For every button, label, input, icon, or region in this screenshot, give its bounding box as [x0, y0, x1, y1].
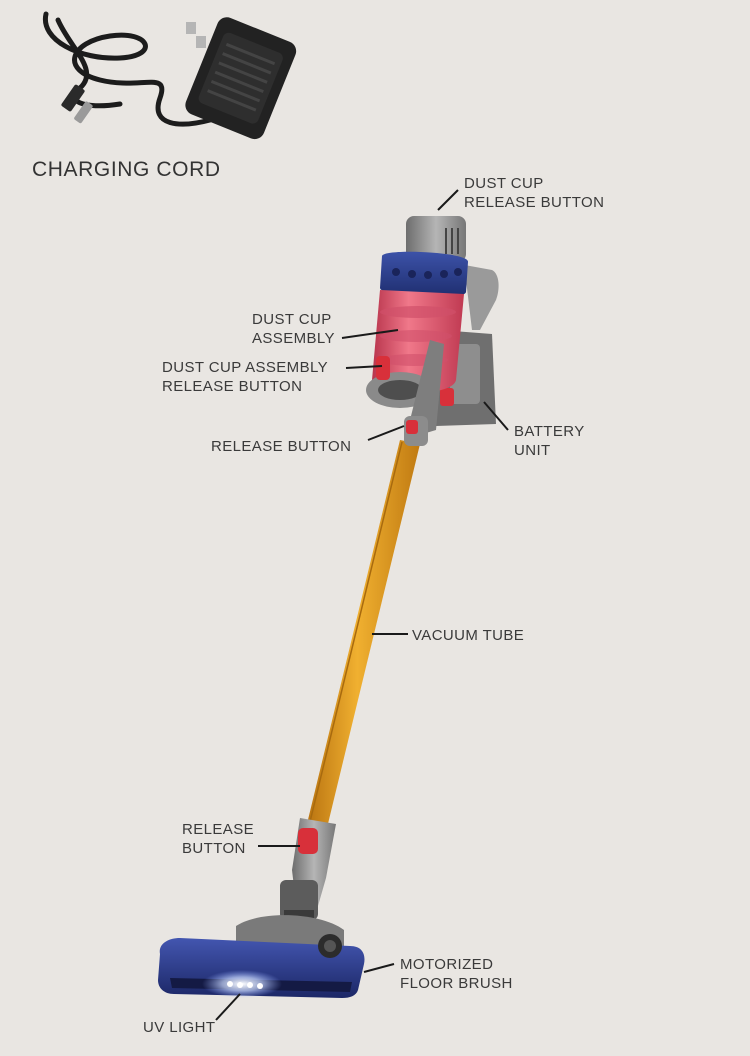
- upper-release-button-icon: [406, 420, 418, 434]
- motorized-floor-brush-label: MOTORIZED FLOOR BRUSH: [400, 955, 513, 993]
- charging-cord-label: CHARGING CORD: [32, 158, 221, 181]
- uv-light-label: UV LIGHT: [143, 1018, 215, 1037]
- brush-neck: [280, 818, 336, 924]
- label-line: MOTORIZED: [400, 956, 494, 973]
- lower-release-button-label: RELEASE BUTTON: [182, 820, 254, 858]
- label-line: RELEASE BUTTON: [211, 438, 352, 455]
- label-line: UNIT: [514, 442, 551, 459]
- label-line: RELEASE BUTTON: [162, 378, 303, 395]
- lower-release-button-icon: [298, 828, 318, 854]
- label-line: VACUUM TUBE: [412, 627, 525, 644]
- dust-cup-release-button-label: DUST CUP RELEASE BUTTON: [464, 174, 604, 212]
- motorized-floor-brush-icon: [158, 915, 365, 998]
- battery-unit-label: BATTERY UNIT: [514, 422, 585, 460]
- label-line: DUST CUP ASSEMBLY: [162, 359, 329, 376]
- dust-cup-assembly-release-button-label: DUST CUP ASSEMBLY RELEASE BUTTON: [162, 358, 328, 396]
- label-line: RELEASE: [182, 821, 254, 838]
- vacuum-tube-label: VACUUM TUBE: [412, 626, 524, 645]
- label-line: FLOOR BRUSH: [400, 975, 513, 992]
- label-line: RELEASE BUTTON: [464, 194, 605, 211]
- label-line: DUST CUP: [252, 311, 332, 328]
- dust-cup-assembly-release-icon: [376, 356, 390, 380]
- label-line: UV LIGHT: [143, 1019, 216, 1036]
- label-line: BATTERY: [514, 423, 585, 440]
- dust-cup-assembly-label: DUST CUP ASSEMBLY: [252, 310, 335, 348]
- label-line: BUTTON: [182, 840, 246, 857]
- leader-lines: [215, 189, 509, 1021]
- upper-release-button-label: RELEASE BUTTON: [211, 437, 351, 456]
- motor-body: [366, 216, 499, 446]
- charging-cord-icon: [42, 11, 297, 140]
- vacuum-tube: [306, 440, 420, 832]
- label-line: ASSEMBLY: [252, 330, 335, 347]
- label-line: DUST CUP: [464, 175, 544, 192]
